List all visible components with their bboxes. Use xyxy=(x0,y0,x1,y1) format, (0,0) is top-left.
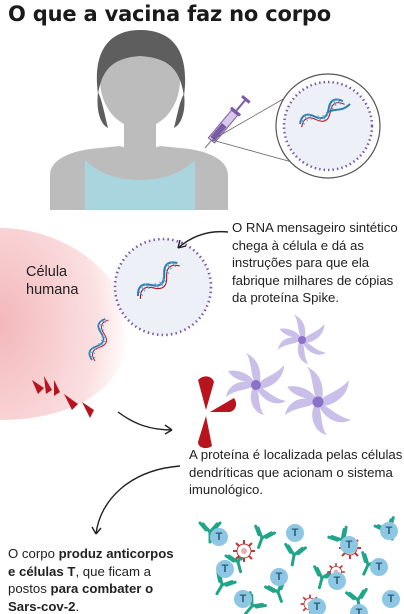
cell-label: Célula humana xyxy=(26,263,106,299)
arrow-1 xyxy=(177,230,229,249)
t-cell: T xyxy=(370,558,388,576)
t-cell: T xyxy=(382,590,400,608)
t-cell: T xyxy=(270,568,288,586)
arrow-2 xyxy=(117,411,173,431)
step3-part3: . xyxy=(75,598,80,614)
step3-part1: O corpo xyxy=(8,546,59,561)
step3-part2: , que ficam a postos xyxy=(8,563,151,597)
t-cell: T xyxy=(286,524,304,542)
cell-label-line2: humana xyxy=(26,282,79,298)
step2-text: A proteína é localizada pelas células de… xyxy=(189,447,403,497)
step3-bold2: para combater o Sars-cov-2 xyxy=(8,581,154,614)
dendritic-cell-icon xyxy=(226,314,351,435)
step3-bold1: produz anticorpos e células T xyxy=(8,546,174,579)
t-cell: T xyxy=(328,572,346,590)
page-title: O que a vacina faz no corpo xyxy=(8,2,331,26)
t-cell: T xyxy=(350,604,368,614)
t-cell: T xyxy=(210,528,228,546)
person-icon xyxy=(50,30,228,210)
cell-label-line1: Célula xyxy=(26,264,68,280)
syringe-icon xyxy=(204,94,251,149)
spike-protein-large-icon xyxy=(198,376,237,449)
t-cell: T xyxy=(216,560,234,578)
human-cell-icon xyxy=(0,228,213,420)
magnifier-circle-icon xyxy=(211,73,381,179)
t-cell: T xyxy=(234,590,252,608)
step3-text: O corpo produz anticorpos e células T, q… xyxy=(8,545,180,614)
spike-protein-small-icon xyxy=(32,376,94,418)
arrow-3 xyxy=(95,465,181,535)
t-cell: T xyxy=(380,522,398,540)
t-cell: T xyxy=(308,598,326,614)
step1-text: O RNA mensageiro sintético chega à célul… xyxy=(232,220,398,305)
t-cell: T xyxy=(340,536,358,554)
